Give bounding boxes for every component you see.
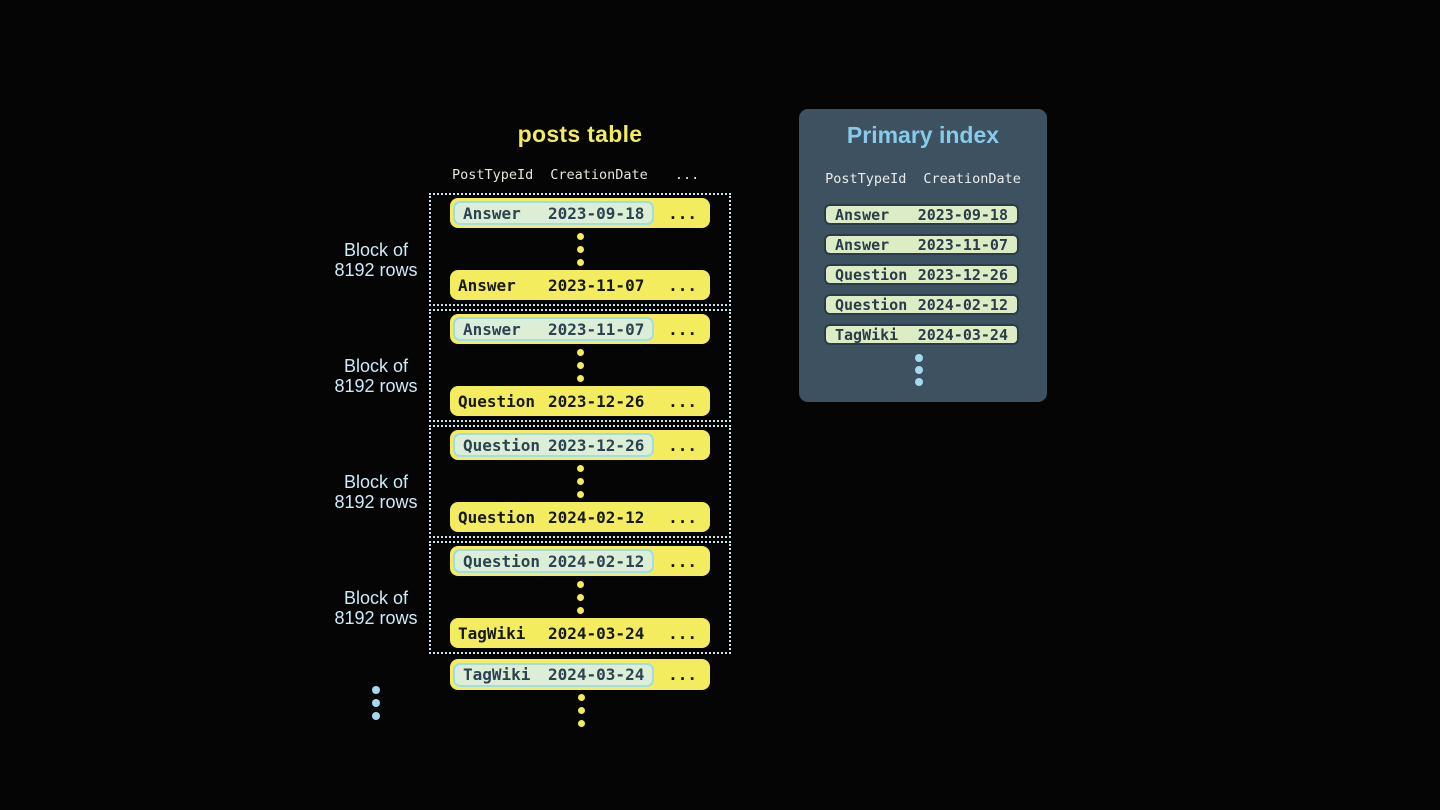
cell-more-ellipsis: ... [668, 507, 697, 527]
column-header-creationdate: CreationDate [550, 167, 648, 183]
index-entry: TagWiki 2024-03-24 [824, 324, 1019, 345]
index-entry: Answer 2023-09-18 [824, 204, 1019, 225]
cell-creationdate: 2023-12-26 [917, 265, 1008, 284]
cell-creationdate: 2023-11-07 [917, 235, 1008, 254]
cell-posttypeid: Answer [835, 235, 890, 254]
hidden-rows-ellipsis-icon [577, 233, 584, 266]
table-row-highlighted: Answer 2023-09-18 ... [450, 198, 710, 228]
table-row-highlighted: Answer 2023-11-07 ... [450, 314, 710, 344]
cell-posttypeid: Question [463, 435, 541, 455]
cell-creationdate: 2023-11-07 [548, 319, 645, 339]
primary-index-column-headers: PostTypeId CreationDate [799, 171, 1047, 187]
table-row: Question 2024-02-12 ... [450, 502, 710, 532]
cell-creationdate: 2024-03-24 [548, 665, 645, 684]
block-label-4: Block of 8192 rows [306, 588, 446, 628]
posts-table-title: posts table [517, 121, 643, 147]
row-block-1: Answer 2023-09-18 ... Answer 2023-11-07 … [429, 193, 731, 306]
more-rows-ellipsis-icon [578, 694, 585, 727]
block-label-1: Block of 8192 rows [306, 240, 446, 280]
primary-index-title: Primary index [846, 122, 1000, 148]
indexed-cells-highlight: Answer 2023-11-07 [453, 317, 655, 341]
hidden-rows-ellipsis-icon [577, 465, 584, 498]
block-label-3: Block of 8192 rows [306, 472, 446, 512]
row-block-4: Question 2024-02-12 ... TagWiki 2024-03-… [429, 541, 731, 654]
cell-creationdate: 2024-03-24 [548, 623, 645, 643]
index-entry: Answer 2023-11-07 [824, 234, 1019, 255]
table-row-highlighted: TagWiki 2024-03-24 ... [450, 659, 710, 690]
cell-creationdate: 2024-02-12 [917, 295, 1008, 314]
cell-posttypeid: Question [835, 295, 908, 314]
table-row-highlighted: Question 2024-02-12 ... [450, 546, 710, 576]
block-label-line: Block of [343, 588, 409, 608]
block-label-line: Block of [343, 240, 409, 260]
block-label-line: 8192 rows [334, 608, 418, 628]
cell-posttypeid: Question [458, 507, 536, 527]
table-row: Question 2023-12-26 ... [450, 386, 710, 416]
cell-posttypeid: TagWiki [463, 665, 531, 684]
index-entry: Question 2023-12-26 [824, 264, 1019, 285]
column-header-more-ellipsis: ... [674, 167, 700, 183]
cell-posttypeid: Question [458, 391, 536, 411]
more-blocks-ellipsis-icon [372, 686, 380, 720]
block-label-line: 8192 rows [334, 260, 418, 280]
more-index-entries-ellipsis-icon [915, 354, 923, 386]
indexed-cells-highlight: TagWiki 2024-03-24 [453, 662, 655, 687]
cell-posttypeid: Answer [463, 203, 521, 223]
cell-creationdate: 2024-03-24 [917, 325, 1008, 344]
cell-posttypeid: Answer [463, 319, 521, 339]
block-label-line: Block of [343, 472, 409, 492]
cell-posttypeid: Answer [835, 205, 890, 224]
indexed-cells-highlight: Question 2023-12-26 [453, 433, 655, 457]
block-label-2: Block of 8192 rows [306, 356, 446, 396]
row-block-3: Question 2023-12-26 ... Question 2024-02… [429, 425, 731, 538]
index-entry: Question 2024-02-12 [824, 294, 1019, 315]
hidden-rows-ellipsis-icon [577, 581, 584, 614]
cell-creationdate: 2023-09-18 [917, 205, 1008, 224]
cell-creationdate: 2024-02-12 [548, 507, 645, 527]
column-header-creationdate: CreationDate [923, 171, 1021, 187]
cell-more-ellipsis: ... [668, 551, 697, 571]
cell-more-ellipsis: ... [668, 435, 697, 455]
cell-creationdate: 2023-12-26 [548, 391, 645, 411]
cell-more-ellipsis: ... [668, 275, 697, 295]
indexed-cells-highlight: Answer 2023-09-18 [453, 201, 655, 225]
indexed-cells-highlight: Question 2024-02-12 [453, 549, 655, 573]
cell-posttypeid: TagWiki [458, 623, 526, 643]
cell-creationdate: 2024-02-12 [548, 551, 645, 571]
column-header-posttypeid: PostTypeId [825, 171, 907, 187]
cell-more-ellipsis: ... [668, 665, 697, 684]
cell-posttypeid: Answer [458, 275, 516, 295]
table-row: TagWiki 2024-03-24 ... [450, 618, 710, 648]
cell-posttypeid: Question [463, 551, 541, 571]
table-row-highlighted: Question 2023-12-26 ... [450, 430, 710, 460]
cell-creationdate: 2023-09-18 [548, 203, 645, 223]
cell-more-ellipsis: ... [668, 623, 697, 643]
table-row: Answer 2023-11-07 ... [450, 270, 710, 300]
primary-index-panel: Primary index PostTypeId CreationDate An… [799, 109, 1047, 402]
posts-table-column-headers: PostTypeId CreationDate ... [452, 167, 699, 183]
column-header-posttypeid: PostTypeId [452, 167, 534, 183]
cell-creationdate: 2023-11-07 [548, 275, 645, 295]
row-block-2: Answer 2023-11-07 ... Question 2023-12-2… [429, 309, 731, 422]
cell-more-ellipsis: ... [668, 203, 697, 223]
block-label-line: 8192 rows [334, 492, 418, 512]
block-label-line: 8192 rows [334, 376, 418, 396]
cell-posttypeid: Question [835, 265, 908, 284]
cell-more-ellipsis: ... [668, 319, 697, 339]
cell-more-ellipsis: ... [668, 391, 697, 411]
cell-posttypeid: TagWiki [835, 325, 899, 344]
block-label-line: Block of [343, 356, 409, 376]
cell-creationdate: 2023-12-26 [548, 435, 645, 455]
hidden-rows-ellipsis-icon [577, 349, 584, 382]
